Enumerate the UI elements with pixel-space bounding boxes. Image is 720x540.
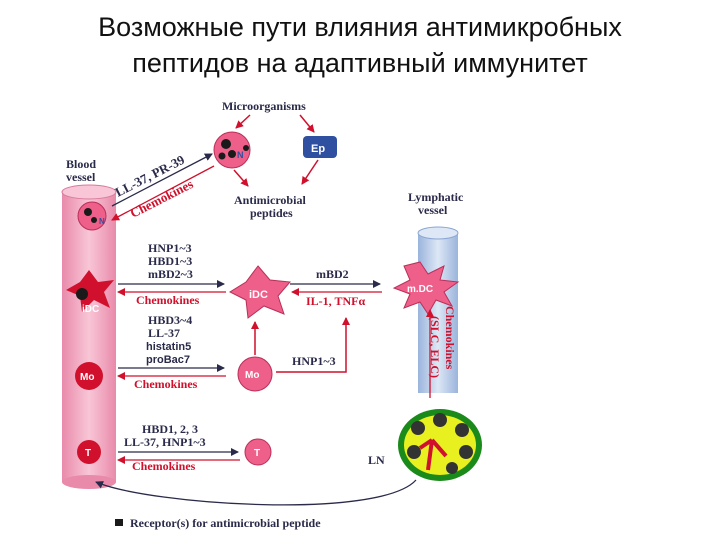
- vessel-mo-label: Mo: [80, 372, 94, 383]
- lymphatic-vessel-label: Lymphatic: [408, 190, 464, 204]
- il1-tnf-label: IL-1, TNFα: [306, 294, 365, 308]
- lymphatic-vessel: [417, 226, 459, 393]
- vessel-t-cell: [77, 440, 101, 464]
- vessel-t-label: T: [85, 448, 91, 459]
- t-label: T: [254, 448, 260, 459]
- receptor-legend-icon: [115, 519, 123, 526]
- idc-cell: [228, 265, 292, 319]
- row2-peptide-4: proBac7: [146, 354, 190, 366]
- slc-elc-label: (SLC, ELC): [428, 316, 442, 378]
- antimicrobial-label: Antimicrobial: [234, 193, 306, 207]
- slide-title-line1: Возможные пути влияния антимикробных: [98, 12, 622, 42]
- t-cell: [244, 438, 272, 466]
- legend-label: Receptor(s) for antimicrobial peptide: [130, 516, 321, 530]
- row2-peptide-1: HBD3~4: [148, 313, 192, 327]
- epithelial-cell: [303, 136, 337, 158]
- row1-peptide-3: mBD2~3: [148, 267, 193, 281]
- row1-chemokines-label: Chemokines: [136, 293, 200, 307]
- mo-label: Mo: [245, 370, 259, 381]
- vessel-monocyte-cell: [75, 362, 103, 390]
- row2-peptide-3: histatin5: [146, 341, 191, 353]
- ep-label: Ep: [311, 143, 325, 155]
- vessel-neutrophil-cell: [77, 201, 107, 231]
- row1-peptide-2: HBD1~3: [148, 254, 192, 268]
- mdc-label: m.DC: [407, 284, 433, 295]
- row3-peptide-2: LL-37, HNP1~3: [124, 435, 206, 449]
- row1-peptide-1: HNP1~3: [148, 241, 192, 255]
- monocyte-cell: [237, 356, 273, 392]
- vessel-neutrophil-n-label: N: [99, 217, 105, 226]
- ln-label: LN: [368, 453, 385, 467]
- blood-vessel-label-2: vessel: [66, 170, 96, 184]
- row2-peptide-2: LL-37: [148, 326, 180, 340]
- slide-title-line2: пептидов на адаптивный иммунитет: [132, 48, 588, 78]
- blood-vessel-label: Blood: [66, 157, 96, 171]
- mbd2-label: mBD2: [316, 267, 349, 281]
- lymph-chemokines-label: Chemokines: [443, 306, 457, 370]
- row3-chemokines-label: Chemokines: [132, 459, 196, 473]
- lymphatic-vessel-label-2: vessel: [418, 203, 448, 217]
- idc-label: iDC: [249, 289, 268, 301]
- mdc-cell: [392, 261, 460, 315]
- vessel-idc-label: iDC: [82, 304, 99, 315]
- antimicrobial-label-2: peptides: [250, 206, 293, 220]
- microorganisms-label: Microorganisms: [222, 99, 306, 113]
- neutrophil-n-label: N: [237, 150, 244, 160]
- lymph-node: [398, 409, 482, 481]
- neutrophil-cell: [213, 131, 251, 169]
- vessel-idc-cell: [66, 270, 114, 312]
- row3-peptide-1: HBD1, 2, 3: [142, 422, 198, 436]
- hnp13-label: HNP1~3: [292, 354, 336, 368]
- row2-chemokines-label: Chemokines: [134, 377, 198, 391]
